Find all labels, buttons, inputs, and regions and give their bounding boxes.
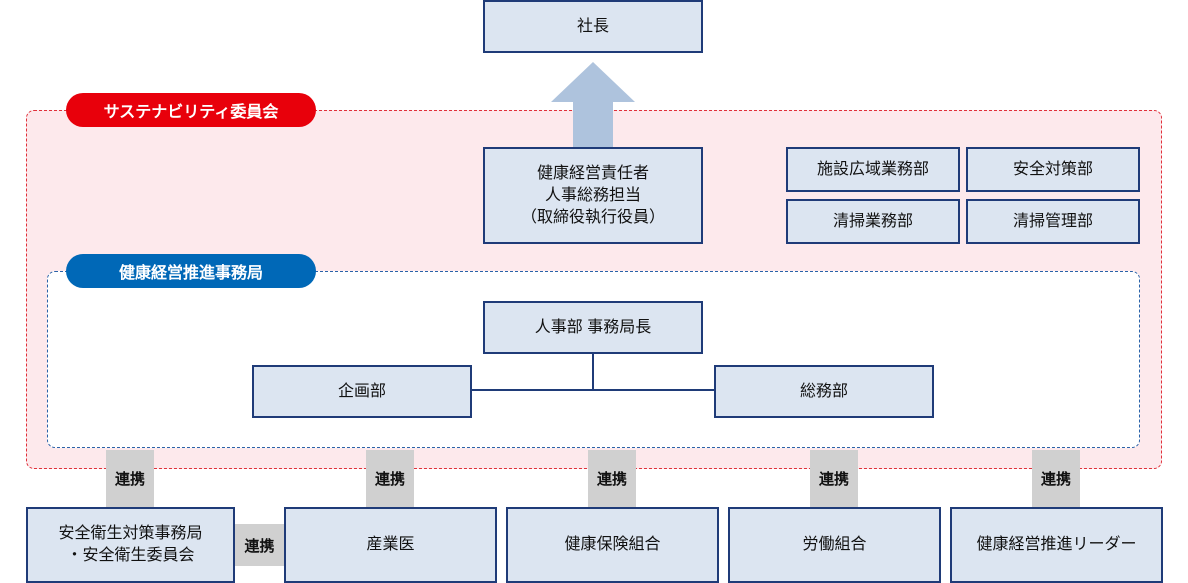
executive-line-1: 健康経営責任者: [536, 164, 649, 182]
connector-vertical: [592, 353, 594, 391]
executive-line-3: （取締役執行役員）: [520, 208, 665, 226]
planning-dept-box: 企画部: [252, 365, 472, 418]
office-head-box: 人事部 事務局長: [483, 301, 703, 354]
dept-cleaning-ops: 清掃業務部: [786, 199, 960, 244]
safety-office-line-2: ・安全衛生委員会: [66, 547, 195, 564]
safety-office-box: 安全衛生対策事務局 ・安全衛生委員会: [26, 507, 235, 583]
link-connector-safety-doctor: 連携: [234, 524, 285, 566]
link-connector-doctor: 連携: [366, 450, 414, 507]
safety-office-line-1: 安全衛生対策事務局: [58, 525, 203, 542]
dept-cleaning-mgmt: 清掃管理部: [966, 199, 1140, 244]
president-box: 社長: [483, 0, 703, 53]
link-connector-leader: 連携: [1032, 450, 1080, 507]
executive-line-2: 人事総務担当: [544, 186, 641, 204]
link-connector-safety: 連携: [106, 450, 154, 507]
promotion-leader-box: 健康経営推進リーダー: [950, 507, 1163, 583]
president-label: 社長: [576, 17, 609, 35]
general-affairs-label: 総務部: [799, 382, 848, 400]
office-label: 健康経営推進事務局: [66, 254, 316, 288]
link-connector-union: 連携: [810, 450, 858, 507]
up-arrow: [551, 62, 635, 149]
industrial-doctor-box: 産業医: [284, 507, 497, 583]
link-label: 連携: [374, 471, 405, 488]
executive-box: 健康経営責任者 人事総務担当 （取締役執行役員）: [483, 147, 703, 244]
office-head-label: 人事部 事務局長: [534, 318, 652, 336]
labor-union-label: 労働組合: [802, 536, 867, 553]
promotion-leader-label: 健康経営推進リーダー: [976, 536, 1137, 553]
link-label: 連携: [818, 471, 849, 488]
dept-facilities-label: 施設広域業務部: [816, 160, 929, 178]
dept-safety: 安全対策部: [966, 147, 1140, 192]
link-label: 連携: [114, 471, 145, 488]
link-label: 連携: [596, 471, 627, 488]
planning-dept-label: 企画部: [337, 382, 386, 400]
health-insurance-label: 健康保険組合: [564, 536, 661, 553]
dept-cleaning-mgmt-label: 清掃管理部: [1012, 212, 1093, 230]
link-label: 連携: [1040, 471, 1071, 488]
health-insurance-box: 健康保険組合: [506, 507, 719, 583]
link-connector-insurance: 連携: [588, 450, 636, 507]
industrial-doctor-label: 産業医: [366, 536, 415, 553]
dept-safety-label: 安全対策部: [1012, 160, 1093, 178]
dept-cleaning-ops-label: 清掃業務部: [832, 212, 913, 230]
committee-label: サステナビリティ委員会: [66, 93, 316, 127]
labor-union-box: 労働組合: [728, 507, 941, 583]
general-affairs-box: 総務部: [714, 365, 934, 418]
connector-horizontal: [471, 389, 715, 391]
dept-facilities: 施設広域業務部: [786, 147, 960, 192]
link-label: 連携: [244, 537, 275, 555]
